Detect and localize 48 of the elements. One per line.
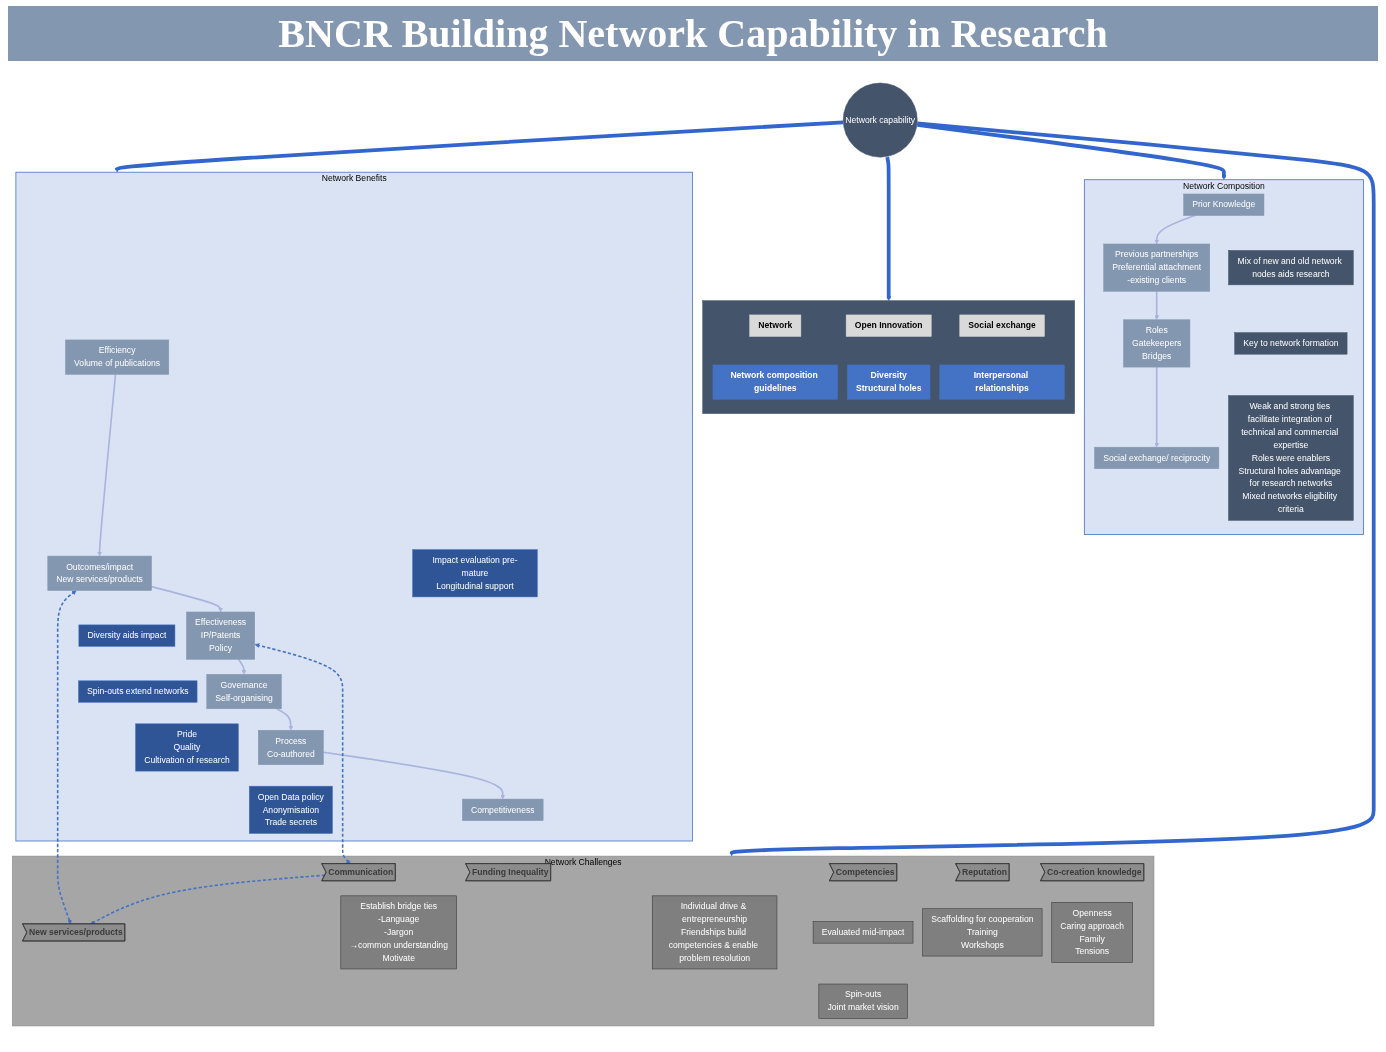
node-box: Network composition guidelines: [712, 364, 838, 400]
node-box: Mix of new and old network nodes aids research: [1228, 250, 1354, 286]
node-box: Network: [749, 314, 802, 337]
arrow: [917, 123, 1227, 180]
arrow: [729, 121, 1376, 857]
node-box: Interpersonal relationships: [939, 364, 1065, 400]
arrow: [56, 590, 77, 925]
node-box: Openness Caring approach Family Tensions: [1051, 902, 1133, 963]
arrow: [322, 751, 506, 800]
node-box: Efficiency Volume of publications: [65, 339, 170, 375]
arrow: [97, 373, 117, 557]
arrow: [1154, 366, 1160, 448]
node-box: Previous partnerships Preferential attachment -existing clients: [1103, 243, 1211, 292]
node-box: Social exchange: [959, 314, 1045, 337]
node-box: Evaluated mid-impact: [812, 921, 914, 944]
node-box: Process Co-authored: [258, 730, 324, 765]
node-box: Weak and strong ties facilitate integration of technical and commercial expertise Roles were enablers Structural holes advantage for research networks Mixed networks eligibility criteria: [1228, 395, 1354, 521]
node-box: Open Data policy Anonymisation Trade secrets: [249, 785, 333, 834]
node-box: Key to network formation: [1234, 332, 1348, 355]
node-circle: Network capability: [842, 82, 918, 158]
node-box: Diversity Structural holes: [847, 364, 931, 400]
node-box: Social exchange/ reciprocity: [1094, 446, 1220, 469]
arrow: [275, 707, 294, 731]
node-box: Outcomes/impact New services/products: [47, 555, 152, 591]
node-box: Diversity aids impact: [78, 624, 176, 647]
node-box: Spin-outs extend networks: [78, 680, 198, 703]
arrow: [1154, 290, 1160, 320]
node-box: Prior Knowledge: [1183, 193, 1265, 216]
node-box: Pride Quality Cultivation of research: [135, 723, 239, 772]
arrow: [114, 120, 844, 173]
node-box: Scaffolding for cooperation Training Workshops: [922, 908, 1043, 957]
node-box: Competitiveness: [462, 798, 544, 821]
node-box: Roles Gatekeepers Bridges: [1123, 319, 1191, 368]
arrow: [885, 156, 892, 301]
node-box: Spin-outs Joint market vision: [818, 983, 908, 1019]
node-box: Impact evaluation pre-mature Longitudinal support: [412, 549, 538, 598]
arrow: [150, 585, 223, 613]
arrow: [1154, 214, 1196, 245]
diagram-title: BNCR Building Network Capability in Research: [8, 6, 1378, 61]
node-box: Effectiveness IP/Patents Policy: [186, 611, 255, 660]
node-box: Individual drive & entrepreneurship Friendships build competencies & enable problem resolution: [651, 895, 778, 970]
node-box: Governance Self-organising: [206, 674, 282, 709]
arrow: [254, 643, 351, 865]
cluster: [702, 300, 1075, 414]
arrow: [237, 658, 247, 675]
arrow: [90, 874, 326, 925]
node-box: Open Innovation: [845, 314, 932, 337]
node-box: Establish bridge ties -Language -Jargon →common understanding Motivate: [340, 895, 457, 970]
